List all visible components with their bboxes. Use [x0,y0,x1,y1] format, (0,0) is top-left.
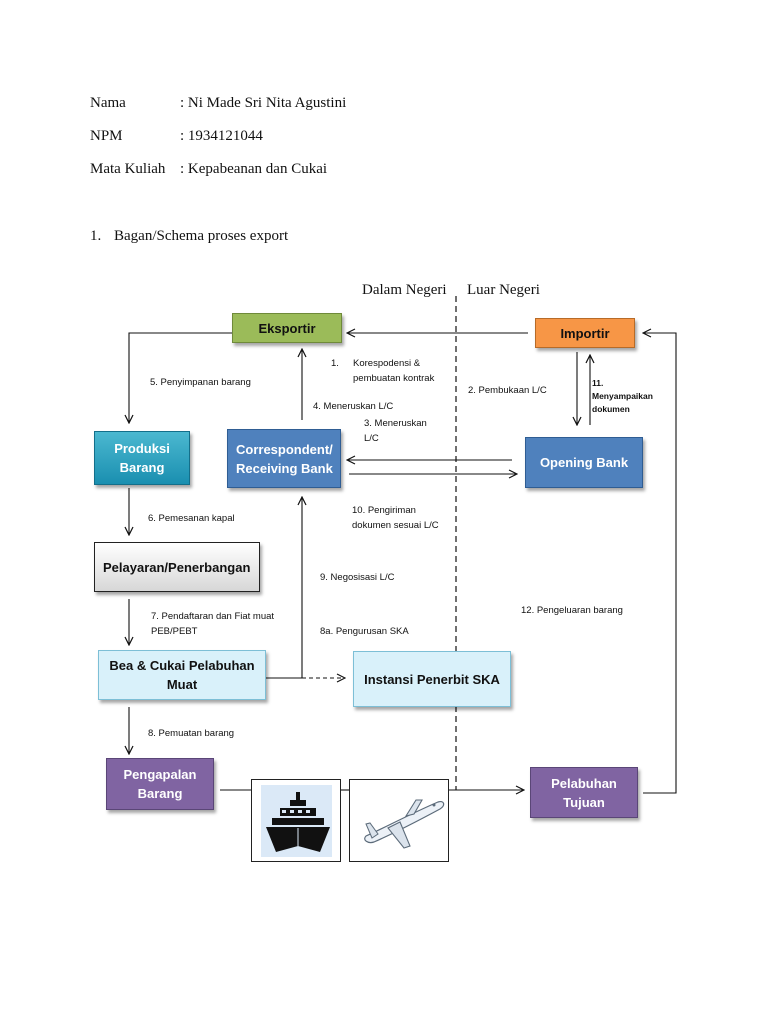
step-7-label: 7. Pendaftaran dan Fiat muat PEB/PEBT [151,609,274,639]
node-pelabuhan-line-1: Pelabuhan [551,775,617,791]
node-eksportir-label: Eksportir [258,320,316,336]
step-11-label: 11. Menyampaikan dokumen [592,377,653,416]
region-luar-negeri: Luar Negeri [467,282,540,298]
ship-icon [261,785,332,857]
step-1-line-1: Korespodensi & [353,358,421,369]
node-pengapalan-line-2: Barang [137,786,183,801]
step-2-label: 2. Pembukaan L/C [468,385,547,396]
step-10-line-1: 10. Pengiriman [352,505,416,516]
step-11-line-1: 11. [592,378,604,388]
node-pelayaran: Pelayaran/Penerbangan [94,542,260,592]
step-11-line-2: Menyampaikan [592,391,653,401]
node-bea-cukai-label: Bea & Cukai Pelabuhan Muat [109,656,254,694]
arrow-eksportir-produksi [129,332,232,423]
node-produksi-label: Produksi Barang [114,439,170,477]
node-correspondent-line-1: Correspondent/ [236,441,333,457]
step-10-line-2: dokumen sesuai L/C [352,520,439,531]
node-produksi-line-1: Produksi [114,441,170,456]
step-11-line-3: dokumen [592,404,630,414]
step-3-line-1: 3. Meneruskan [364,418,427,429]
step-1-label: Korespodensi & pembuatan kontrak [353,356,434,386]
airplane-picture [349,779,449,862]
step-3-line-2: L/C [364,433,379,444]
step-8a-label: 8a. Pengurusan SKA [320,626,409,637]
step-3-label: 3. Meneruskan L/C [364,416,427,446]
step-10-label: 10. Pengiriman dokumen sesuai L/C [352,503,439,533]
node-produksi-barang: Produksi Barang [94,431,190,485]
node-opening-bank-label: Opening Bank [539,455,629,470]
node-importir: Importir [535,318,635,348]
node-instansi-ska-label: Instansi Penerbit SKA [364,671,500,687]
arrow-bea-correspondent [266,497,302,679]
step-4-label: 4. Meneruskan L/C [313,401,394,412]
label-mata-kuliah: Mata Kuliah [90,161,166,177]
section-number: 1. [90,228,102,244]
step-9-label: 9. Negosisasi L/C [320,572,395,583]
node-correspondent-label: Correspondent/ Receiving Bank [236,440,333,478]
node-importir-label: Importir [560,325,610,341]
node-bea-cukai: Bea & Cukai Pelabuhan Muat [98,650,266,700]
step-5-label: 5. Penyimpanan barang [150,377,251,388]
node-pengapalan-label: Pengapalan Barang [124,765,197,803]
node-pengapalan: Pengapalan Barang [106,758,214,810]
value-nama: : Ni Made Sri Nita Agustini [180,95,347,111]
node-bea-cukai-line-2: Muat [166,677,198,692]
step-7-line-2: PEB/PEBT [151,626,198,637]
region-dalam-negeri: Dalam Negeri [362,282,447,298]
step-1-number: 1. [331,358,339,369]
step-12-label: 12. Pengeluaran barang [521,605,623,616]
step-1-line-2: pembuatan kontrak [353,373,435,384]
node-pelabuhan-tujuan: Pelabuhan Tujuan [530,767,638,818]
arrow-pelabuhan-importir [643,333,677,794]
node-correspondent-line-2: Receiving Bank [236,460,333,476]
section-title: Bagan/Schema proses export [114,228,289,244]
label-nama: Nama [90,95,126,111]
node-pelabuhan-label: Pelabuhan Tujuan [551,774,617,812]
step-7-line-1: 7. Pendaftaran dan Fiat muat [151,611,275,622]
step-6-label: 6. Pemesanan kapal [148,513,235,524]
label-npm: NPM [90,128,123,144]
step-8-label: 8. Pemuatan barang [148,728,235,739]
value-npm: : 1934121044 [180,128,263,144]
node-pengapalan-line-1: Pengapalan [123,767,197,782]
node-opening-bank: Opening Bank [525,437,643,488]
node-produksi-line-2: Barang [119,460,165,475]
node-pelabuhan-line-2: Tujuan [563,794,605,810]
node-correspondent-bank: Correspondent/ Receiving Bank [227,429,341,488]
ship-picture [251,779,341,862]
airplane-icon [364,799,445,849]
value-mata-kuliah: : Kepabeanan dan Cukai [180,161,328,177]
node-eksportir: Eksportir [232,313,342,343]
node-instansi-ska: Instansi Penerbit SKA [353,651,511,707]
node-pelayaran-label: Pelayaran/Penerbangan [103,559,251,575]
node-bea-cukai-line-1: Bea & Cukai Pelabuhan [109,658,255,673]
